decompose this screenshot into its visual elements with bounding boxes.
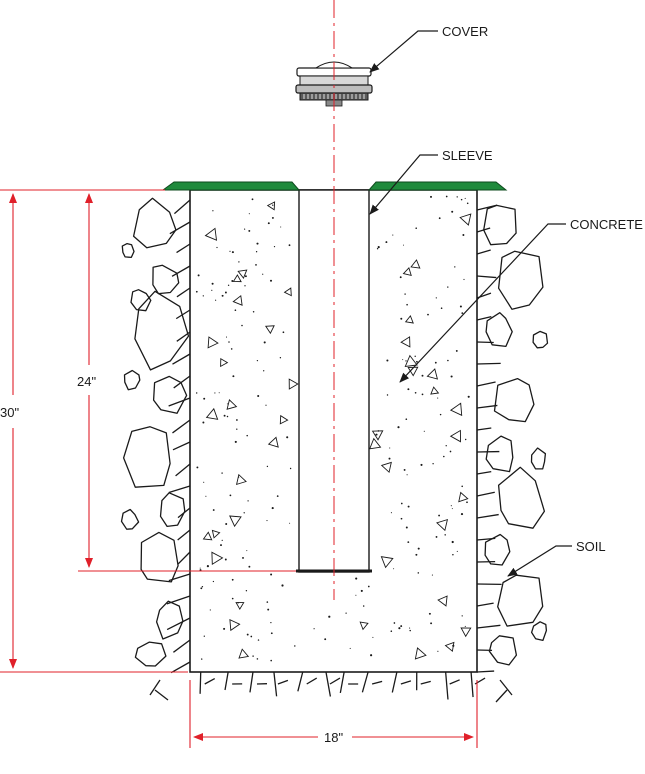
dimension-24-label: 24" bbox=[77, 374, 96, 389]
sleeve-label: SLEEVE bbox=[442, 148, 493, 163]
dimension-18 bbox=[189, 680, 478, 748]
dimension-18-label: 18" bbox=[324, 730, 343, 745]
concrete-label: CONCRETE bbox=[570, 217, 643, 232]
leaders bbox=[369, 30, 572, 577]
concrete-aggregate bbox=[195, 195, 472, 662]
soil-label: SOIL bbox=[576, 539, 606, 554]
grade-cap bbox=[161, 181, 508, 191]
dimension-30 bbox=[0, 189, 188, 673]
soil-texture bbox=[120, 197, 549, 703]
dimension-30-label: 30" bbox=[0, 405, 19, 420]
cover-label: COVER bbox=[442, 24, 488, 39]
dimension-24 bbox=[78, 193, 296, 572]
